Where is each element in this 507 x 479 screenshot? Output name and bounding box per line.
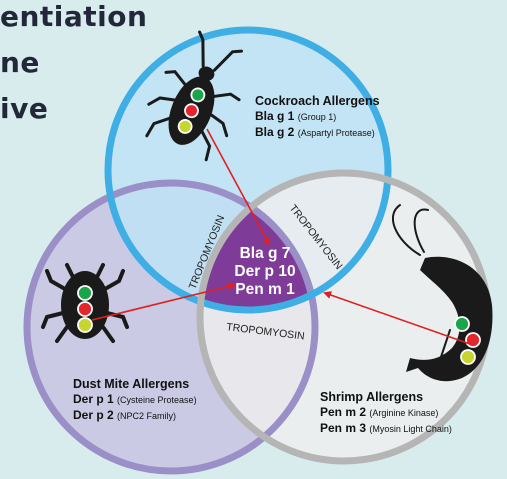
cockroach-allergen-2-desc: (Aspartyl Protease) — [298, 128, 375, 138]
shrimp-allergen-1-desc: (Arginine Kinase) — [369, 408, 438, 418]
dust-mite-allergen-2-desc: (NPC2 Family) — [117, 411, 176, 421]
shrimp-allergens-label: Shrimp Allergens Pen m 2 (Arginine Kinas… — [320, 390, 452, 437]
shared-allergen-bla-g-7: Bla g 7 — [224, 245, 306, 263]
shrimp-allergen-2-name: Pen m 3 — [320, 421, 366, 435]
shrimp-allergen-2-desc: (Myosin Light Chain) — [369, 424, 452, 434]
shared-allergens: Bla g 7 Der p 10 Pen m 1 — [224, 245, 306, 299]
cockroach-allergen-2-name: Bla g 2 — [255, 125, 294, 139]
dust-mite-title: Dust Mite Allergens — [73, 377, 197, 392]
shared-allergen-pen-m-1: Pen m 1 — [224, 281, 306, 299]
shared-allergen-der-p-10: Der p 10 — [224, 263, 306, 281]
cockroach-allergen-1-desc: (Group 1) — [298, 112, 337, 122]
shrimp-title: Shrimp Allergens — [320, 390, 452, 405]
dust-mite-allergen-1-desc: (Cysteine Protease) — [117, 395, 197, 405]
shrimp-allergen-1-name: Pen m 2 — [320, 405, 366, 419]
dust-mite-allergens-label: Dust Mite Allergens Der p 1 (Cysteine Pr… — [73, 377, 197, 424]
cockroach-allergens-label: Cockroach Allergens Bla g 1 (Group 1) Bl… — [255, 94, 380, 141]
dust-mite-allergen-1-name: Der p 1 — [73, 392, 114, 406]
dust-mite-allergen-2-name: Der p 2 — [73, 408, 114, 422]
cockroach-allergen-1-name: Bla g 1 — [255, 109, 294, 123]
cockroach-title: Cockroach Allergens — [255, 94, 380, 109]
